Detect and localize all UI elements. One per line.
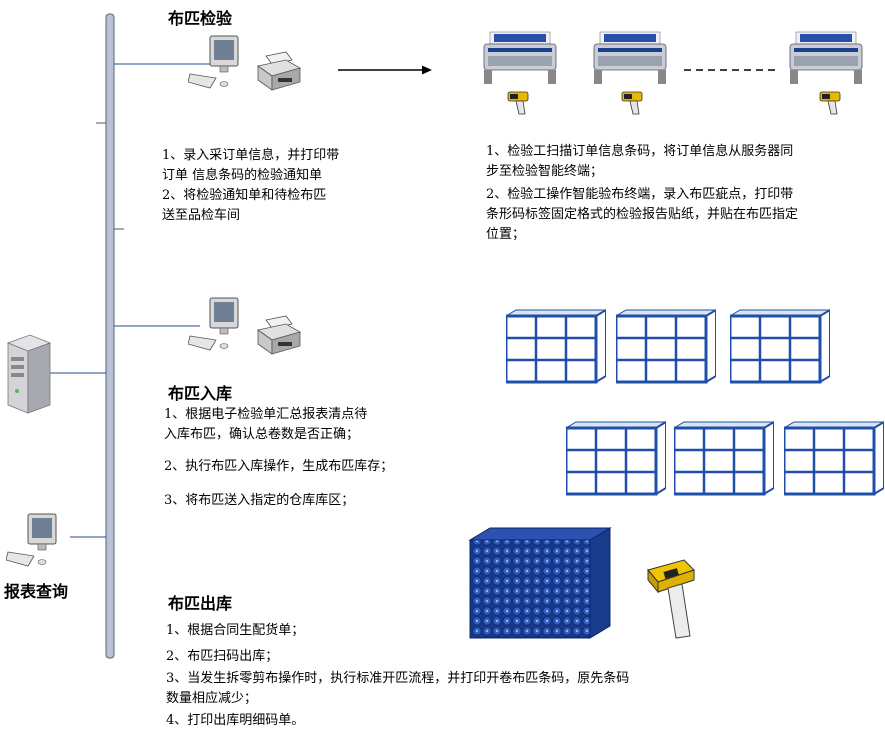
barcode-scanner-icon (621, 91, 643, 115)
outbound-step: 2、布匹扫码出库； (166, 649, 279, 664)
inspection-workshop-step: 2、检验工操作智能验布终端，录入布匹疵点，打印带 (486, 187, 794, 202)
storage-rack-icon (784, 421, 884, 496)
inspection-workshop-step: 步至检验智能终端； (486, 164, 604, 179)
inspection-machine-icon (483, 31, 557, 84)
computer-icon (6, 513, 57, 567)
report-query-label: 报表查询 (4, 582, 69, 601)
inspection-office-step: 订单 信息条码的检验通知单 (162, 168, 323, 183)
outbound-step: 数量相应减少； (166, 691, 258, 706)
outbound-step: 4、打印出库明细码单。 (166, 713, 305, 728)
storage-rack-icon (730, 309, 830, 384)
storage-rack-icon (674, 421, 774, 496)
storage-rack-icon (506, 309, 606, 384)
barcode-scanner-icon (647, 559, 695, 639)
computer-icon (188, 297, 239, 351)
inspection-title: 布匹检验 (168, 9, 233, 28)
storage-rack-icon (616, 309, 716, 384)
barcode-scanner-icon (819, 91, 841, 115)
outbound-step: 3、当发生拆零剪布操作时，执行标准开匹流程，并打印开卷布匹条码，原先条码 (166, 671, 630, 686)
warehousing-step: 3、将布匹送入指定的仓库库区； (164, 493, 355, 508)
computer-icon (188, 35, 239, 89)
outbound-title: 布匹出库 (168, 594, 233, 613)
barcode-scanner-icon (507, 91, 529, 115)
fabric-rolls-stack-icon (468, 527, 612, 639)
inspection-machine-icon (789, 31, 863, 84)
inspection-workshop-step: 条形码标签固定格式的检验报告贴纸，并贴在布匹指定 (486, 207, 799, 222)
inspection-workshop-step: 1、检验工扫描订单信息条码，将订单信息从服务器同 (486, 144, 794, 159)
printer-icon (257, 315, 302, 355)
warehousing-step: 入库布匹，确认总卷数是否正确； (164, 427, 360, 442)
inspection-office-step: 送至品检车间 (162, 208, 241, 223)
warehousing-step: 1、根据电子检验单汇总报表清点待 (164, 407, 368, 422)
inspection-machine-icon (593, 31, 667, 84)
warehousing-title: 布匹入库 (168, 384, 233, 403)
storage-rack-icon (566, 421, 666, 496)
inspection-office-step: 1、录入采订单信息，并打印带 (162, 148, 340, 163)
outbound-step: 1、根据合同生配货单； (166, 623, 305, 638)
server-icon (6, 334, 52, 414)
printer-icon (257, 51, 302, 91)
inspection-office-step: 2、将检验通知单和待检布匹 (162, 188, 327, 203)
inspection-workshop-step: 位置； (486, 227, 526, 242)
warehousing-step: 2、执行布匹入库操作，生成布匹库存； (164, 459, 394, 474)
